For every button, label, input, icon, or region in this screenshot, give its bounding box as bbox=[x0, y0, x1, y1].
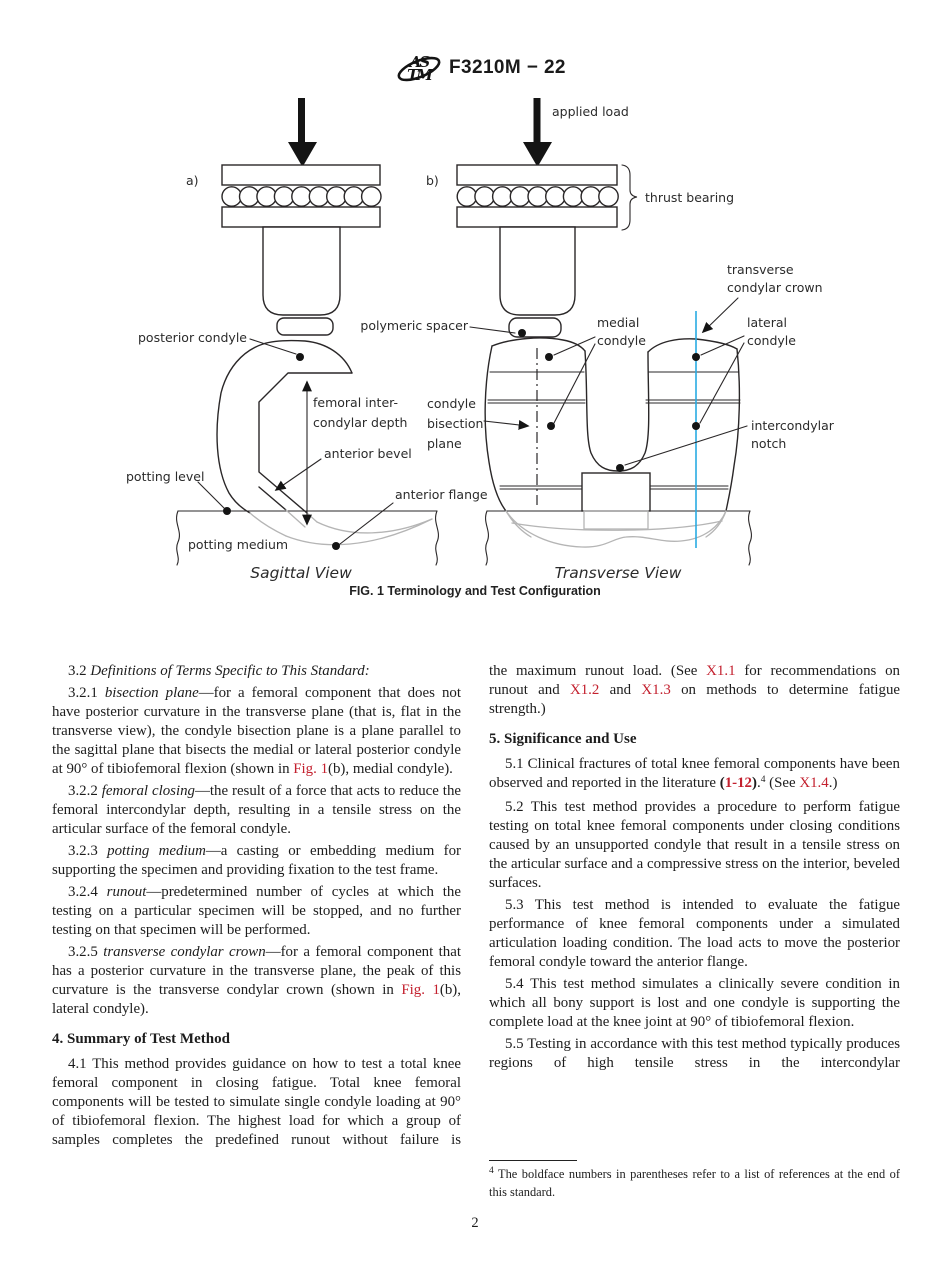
thrust-bearing-balls-b bbox=[456, 186, 619, 207]
page-number: 2 bbox=[471, 1215, 479, 1231]
femoral-depth-label-2: condylar depth bbox=[313, 415, 407, 430]
footnote-text: The boldface numbers in parentheses refe… bbox=[489, 1167, 900, 1199]
anterior-flange-outline bbox=[285, 518, 433, 546]
load-arrow-a bbox=[298, 98, 305, 143]
astm-logo-text-bottom: TM bbox=[407, 66, 433, 84]
paragraph: 5.3 This test method is intended to eval… bbox=[489, 897, 900, 970]
paragraph: 5.4 This test method simulates a clinica… bbox=[489, 976, 900, 1030]
paragraph: 3.2.5 transverse condylar crown—for a fe… bbox=[52, 944, 462, 1017]
paragraph: 3.2.3 potting medium—a casting or embedd… bbox=[52, 843, 461, 878]
sagittal-view-label: Sagittal View bbox=[250, 564, 352, 582]
right-column: the maximum runout load. (See X1.1 for r… bbox=[489, 662, 900, 1076]
potting-medium-label: potting medium bbox=[188, 537, 288, 552]
intercondylar-notch-label-2: notch bbox=[751, 436, 786, 451]
standard-designation: F3210M − 22 bbox=[449, 57, 566, 78]
paragraph: 3.2.1 bisection plane—for a femoral comp… bbox=[52, 685, 461, 777]
medial-condyle-label-2: condyle bbox=[597, 333, 646, 348]
footnote-rule bbox=[489, 1160, 577, 1161]
center-post bbox=[581, 472, 651, 512]
view-b-label: b) bbox=[426, 173, 439, 188]
load-arrow-b bbox=[533, 98, 541, 143]
condyle-bisection-label-3: plane bbox=[427, 436, 462, 451]
thrust-bearing-balls-a bbox=[221, 186, 382, 207]
condyle-bisection-label-2: bisection bbox=[427, 416, 483, 431]
medial-condyle-label-1: medial bbox=[597, 315, 639, 330]
thrust-bearing-label: thrust bearing bbox=[645, 190, 734, 205]
paragraph: 4.1 This method provides guidance on how… bbox=[52, 1056, 461, 1148]
thrust-bearing-brace bbox=[621, 164, 638, 231]
paragraph: 5.2 This test method provides a procedur… bbox=[489, 799, 900, 891]
paragraph: 3.2.4 runout—predetermined number of cyc… bbox=[52, 884, 461, 938]
condyle-bisection-label-1: condyle bbox=[427, 396, 476, 411]
loading-stem-a bbox=[262, 226, 341, 316]
posterior-condyle-label: posterior condyle bbox=[138, 330, 247, 345]
footnote: 4 The boldface numbers in parentheses re… bbox=[489, 1166, 900, 1200]
paragraph: 5.5 Testing in accordance with this test… bbox=[489, 1036, 900, 1071]
paragraph: 3.2.2 femoral closing—the result of a fo… bbox=[52, 783, 461, 837]
lateral-condyle-label-1: lateral bbox=[747, 315, 787, 330]
left-column: 3.2 Definitions of Terms Specific to Thi… bbox=[52, 662, 461, 1153]
stem-tip-a bbox=[276, 317, 334, 336]
polymeric-spacer-label: polymeric spacer bbox=[360, 318, 468, 333]
intercondylar-notch-outline bbox=[584, 350, 650, 472]
figure-caption: FIG. 1 Terminology and Test Configuratio… bbox=[349, 584, 601, 598]
astm-logo: AS TM bbox=[397, 53, 441, 84]
paragraph: the maximum runout load. (See X1.1 for r… bbox=[489, 663, 901, 717]
paragraph: 5.1 Clinical fractures of total knee fem… bbox=[489, 756, 900, 791]
femoral-depth-label-1: femoral inter- bbox=[313, 395, 398, 410]
transverse-view-label: Transverse View bbox=[555, 564, 682, 582]
potting-level-label: potting level bbox=[126, 469, 204, 484]
paragraph: 3.2 Definitions of Terms Specific to Thi… bbox=[68, 663, 370, 679]
transverse-crown-label-1: transverse bbox=[727, 262, 794, 277]
intercondylar-notch-label-1: intercondylar bbox=[751, 418, 835, 433]
transverse-crown-label-2: condylar crown bbox=[727, 280, 823, 295]
footnote-marker: 4 bbox=[489, 1166, 494, 1176]
transverse-view-drawing: applied load b) thrust bearing transvers… bbox=[360, 98, 835, 582]
figure-1: a) posterior condyle femoral inter- cond… bbox=[126, 98, 835, 582]
anterior-bevel-label: anterior bevel bbox=[324, 446, 412, 461]
anterior-flange-label: anterior flange bbox=[395, 487, 488, 502]
view-a-label: a) bbox=[186, 173, 199, 188]
section-heading: 5. Significance and Use bbox=[489, 731, 637, 747]
sagittal-view-drawing: a) posterior condyle femoral inter- cond… bbox=[126, 98, 488, 582]
lateral-condyle-label-2: condyle bbox=[747, 333, 796, 348]
applied-load-label: applied load bbox=[552, 104, 629, 119]
section-heading: 4. Summary of Test Method bbox=[52, 1031, 230, 1047]
polymeric-spacer-shape bbox=[508, 317, 562, 338]
loading-stem-b bbox=[499, 226, 576, 316]
